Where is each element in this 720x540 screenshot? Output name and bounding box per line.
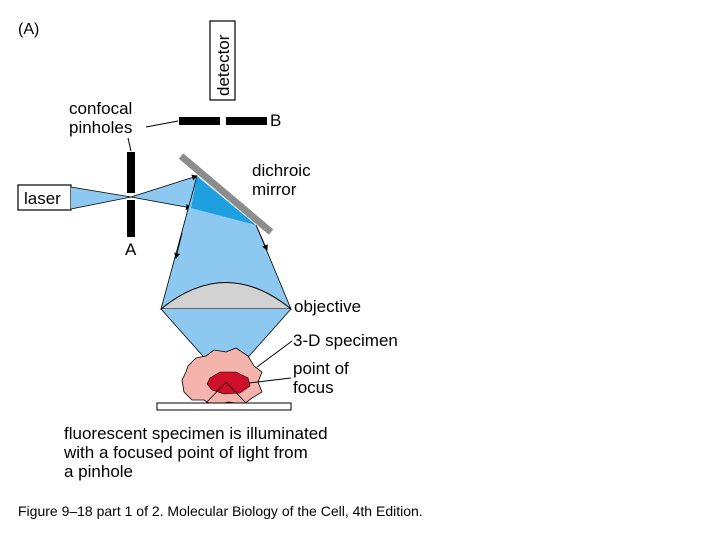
beam-through-specimen-right: [225, 381, 247, 404]
dichroic-mirror-label-line1: dichroic: [252, 161, 311, 180]
beam-to-objective-left-ray: [160, 175, 198, 310]
confocal-pinholes-label-line2: pinholes: [69, 118, 132, 137]
detector-box: [209, 20, 236, 101]
beam-to-objective: [161, 176, 291, 309]
beam-through-specimen-left: [205, 381, 227, 404]
caption-line-2: with a focused point of light from: [64, 443, 308, 462]
pinhole-a-label: A: [125, 240, 137, 259]
pinhole-a-bottom-plate: [127, 200, 135, 237]
laser-beam: [71, 187, 131, 209]
beam-to-focus: [161, 309, 291, 382]
objective-label: objective: [294, 297, 361, 316]
beam-to-mirror-lower-ray: [130, 196, 192, 211]
objective-lens: [159, 282, 293, 310]
caption-line-1: fluorescent specimen is illuminated: [64, 424, 328, 443]
dichroic-mirror-label-line2: mirror: [252, 180, 297, 199]
laser-label: laser: [24, 189, 61, 208]
pinholes-leader-line-a: [127, 137, 132, 152]
laser-beam-edge-top: [70, 186, 132, 198]
pinhole-b-right-plate: [226, 117, 267, 125]
dichroic-mirror: [178, 153, 274, 235]
confocal-pinholes-label-line1: confocal: [69, 99, 132, 118]
point-of-focus-label-line1: point of: [293, 359, 349, 378]
specimen-leader-line: [256, 340, 293, 368]
pinhole-b-label: B: [270, 111, 281, 130]
point-of-focus-label-line2: focus: [293, 378, 334, 397]
pinhole-a-top-plate: [127, 152, 135, 193]
downward-arrow-left: [174, 232, 183, 259]
pinholes-leader-line-b: [145, 120, 179, 128]
focus-leader-line: [248, 377, 292, 384]
point-of-focus: [206, 371, 251, 395]
microscope-slide: [156, 402, 292, 411]
detector-label: detector: [214, 34, 233, 96]
figure-footer: Figure 9–18 part 1 of 2. Molecular Biolo…: [18, 503, 423, 519]
pinhole-b-left-plate: [179, 117, 220, 125]
dichroic-highlight: [191, 176, 256, 225]
beam-to-mirror-upper-ray: [130, 174, 198, 198]
laser-beam-edge-bottom: [70, 196, 132, 210]
downward-arrow-right: [256, 226, 268, 251]
panel-label: (A): [18, 21, 40, 38]
caption-line-3: a pinhole: [64, 462, 134, 481]
specimen-label: 3-D specimen: [293, 331, 398, 350]
